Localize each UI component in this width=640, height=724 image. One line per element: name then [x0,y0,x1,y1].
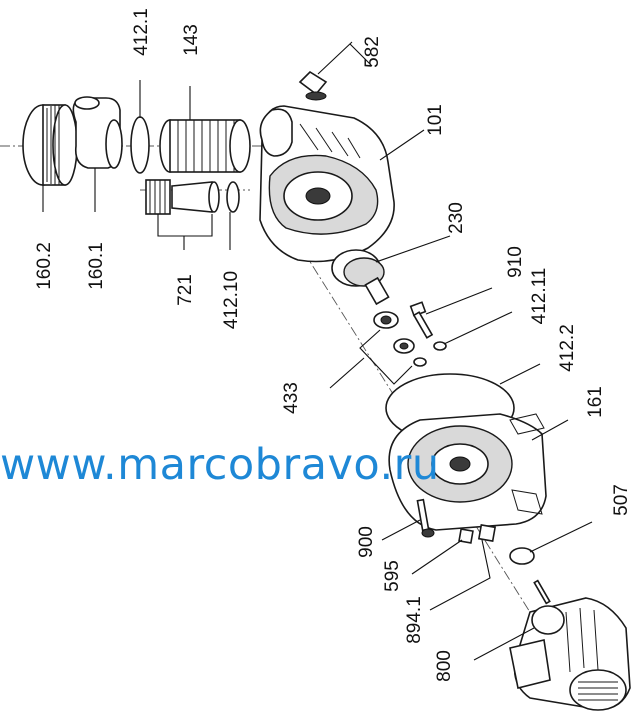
leader-161 [531,419,569,441]
leader-230 [375,235,451,263]
leader-433 [329,329,413,389]
label-595: 595 [382,560,403,592]
motor-part [509,579,631,711]
label-161: 161 [585,386,606,418]
label-143: 143 [181,24,202,56]
label-160-1: 160.1 [86,242,107,290]
leader-894-1 [429,539,491,611]
key-part [477,523,497,543]
bolt-part [416,498,435,538]
label-230: 230 [446,202,467,234]
strainer-part [159,119,251,173]
impeller-part [331,249,390,306]
label-800: 800 [434,650,455,682]
leader-412-11 [443,311,513,345]
label-412-11: 412.11 [529,268,550,325]
label-412-10: 412.10 [221,271,242,329]
pump-housing-part [259,105,395,263]
leader-721 [157,214,213,250]
leader-800 [473,627,535,661]
leader-412-2 [499,363,541,385]
leader-910 [425,287,493,315]
leader-900 [381,519,421,541]
o-ring-part [130,116,150,174]
label-507: 507 [611,484,632,516]
small-o-ring-part [226,181,240,213]
leader-507 [529,521,593,553]
label-900: 900 [356,526,377,558]
casing-cover-part [388,413,547,531]
label-894-1: 894.1 [404,596,425,644]
label-582: 582 [362,36,383,68]
label-412-2: 412.2 [557,324,578,372]
thrower-part [509,547,535,565]
leader-595 [411,539,463,575]
leader-101 [379,129,425,161]
leader-582 [317,41,373,75]
screw-part [409,301,434,339]
watermark-text: www.marcobravo.ru [0,440,440,490]
elbow-part [72,96,123,169]
label-160-2: 160.2 [34,242,55,290]
union-nut-part [22,104,78,186]
adapter-part [145,179,220,215]
label-101: 101 [425,104,446,136]
mechanical-seal-part [373,311,415,354]
small-o-ring-433 [413,357,427,367]
label-412-1: 412.1 [131,8,152,56]
label-433: 433 [281,382,302,414]
label-721: 721 [175,274,196,306]
small-ring-part [433,341,447,351]
plug-part [298,70,328,101]
buffer-part [458,528,474,544]
label-910: 910 [505,246,526,278]
